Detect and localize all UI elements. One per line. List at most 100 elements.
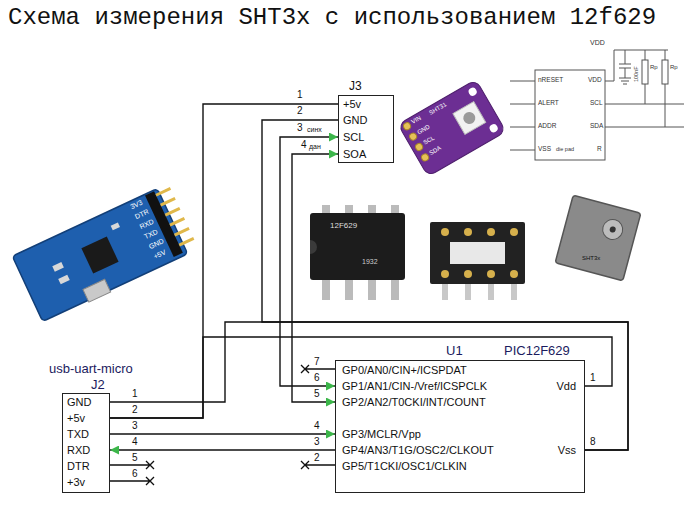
chip-marking: 12F629 xyxy=(330,221,357,230)
pin-number: 7 xyxy=(314,356,320,368)
datasheet-schematic-part xyxy=(510,81,535,150)
pin-name: Vdd xyxy=(556,379,576,393)
part-ref: J3 xyxy=(349,79,362,94)
pin-number: 5 xyxy=(132,452,138,464)
usb-uart-board-part xyxy=(111,222,120,230)
datasheet-schematic-part xyxy=(619,50,631,84)
sht31-board-part xyxy=(402,121,412,131)
usb-uart-board-part xyxy=(83,279,111,302)
dip-socket-photo-part xyxy=(442,282,448,300)
pin-number: 1 xyxy=(132,388,138,400)
signal-note: дан xyxy=(309,143,321,151)
silkscreen-text: SDA xyxy=(428,145,442,157)
pin-name: SOA xyxy=(343,147,366,161)
part-name: usb-uart-micro xyxy=(49,361,133,377)
silkscreen-text: VIN xyxy=(410,115,422,126)
dip-socket-photo-part xyxy=(510,228,518,236)
usb-uart-board-part xyxy=(169,217,185,226)
pin-name: TXD xyxy=(67,427,89,441)
pic-chip-photo-part xyxy=(310,213,405,280)
datasheet-schematic-part xyxy=(535,70,605,160)
wire xyxy=(110,433,335,434)
pin-name: DTR xyxy=(67,459,90,473)
dip-socket-photo-part xyxy=(465,282,471,300)
usb-uart-board-part xyxy=(52,262,64,272)
pic-chip-photo-part xyxy=(391,278,399,300)
sht31-board-part xyxy=(408,132,418,142)
usb-uart-board-part xyxy=(81,236,118,273)
datasheet-label: Rp xyxy=(650,64,658,71)
datasheet-label: VSS xyxy=(538,145,551,152)
pin-name: GND xyxy=(67,395,91,409)
sht31-board xyxy=(398,80,506,177)
pin-number: 4 xyxy=(314,420,320,432)
pin-number: 5 xyxy=(314,388,320,400)
datasheet-label: R xyxy=(597,145,602,152)
diagram-title: Схема измерения SHT3x с использованием 1… xyxy=(8,4,656,32)
pin-number: 6 xyxy=(132,468,138,480)
dip-socket-photo-part xyxy=(487,228,495,236)
part-name: PIC12F629 xyxy=(504,343,570,359)
datasheet-label: ADDR xyxy=(538,122,556,129)
datasheet-label: VDD xyxy=(588,76,602,83)
dip-socket-photo-part xyxy=(450,242,505,264)
sht3x-chip-photo xyxy=(555,195,641,281)
sht31-board-part xyxy=(414,142,424,152)
pin-number: 6 xyxy=(314,372,320,384)
pin-number: 8 xyxy=(590,436,596,448)
pin-name: +5v xyxy=(67,411,85,425)
pin-number: 4 xyxy=(132,436,138,448)
usb-uart-board-part xyxy=(12,189,187,322)
datasheet-label: SDA xyxy=(590,122,603,129)
pin-name: GND xyxy=(343,113,367,127)
datasheet-schematic-part xyxy=(662,60,668,84)
wire xyxy=(280,137,338,386)
pin-number: 2 xyxy=(132,404,138,416)
pin-name: GP3/MCLR/Vpp xyxy=(342,427,421,441)
datasheet-label: VDD xyxy=(590,39,605,47)
unconnected-pins xyxy=(110,365,335,485)
sht31-board-part xyxy=(398,80,506,177)
usb-uart-board xyxy=(12,183,199,323)
datasheet-schematic xyxy=(510,50,684,160)
dip-socket-photo-part xyxy=(488,282,494,300)
usb-uart-board-part xyxy=(160,197,176,206)
connector-box: usb-uart-microJ2GND+5vTXDRXDDTR+3v xyxy=(62,393,110,493)
chip-box: U1PIC12F629GP0/AN0/CIN+/ICSPDATGP1/AN1/C… xyxy=(335,360,585,493)
sht3x-chip-photo-part xyxy=(609,226,616,233)
chip-marking: 1932 xyxy=(362,258,378,266)
silkscreen-text: +5V xyxy=(152,248,167,261)
silkscreen-text: GND xyxy=(416,123,431,136)
pin-name: GP5/T1CKI/OSC1/CLKIN xyxy=(342,459,467,473)
pin-name: +3v xyxy=(67,475,85,489)
pic-chip-photo-part xyxy=(310,240,317,254)
dip-socket-photo-part xyxy=(430,222,525,284)
pin-number: 3 xyxy=(314,436,320,448)
dip-socket-photo-part xyxy=(441,270,449,278)
pin-number: 1 xyxy=(590,372,596,384)
usb-uart-board-part xyxy=(174,227,190,236)
datasheet-label: ALERT xyxy=(538,99,559,106)
datasheet-schematic-part xyxy=(605,50,684,127)
sht31-board-part xyxy=(420,153,430,163)
silkscreen-text: SHT31 xyxy=(428,101,448,116)
pin-name: +5v xyxy=(343,97,361,111)
datasheet-label: Rp xyxy=(670,64,678,71)
datasheet-label: SCL xyxy=(590,99,603,106)
pic-chip-photo xyxy=(310,205,405,300)
sht3x-chip-photo-part xyxy=(600,217,624,241)
pin-number: 2 xyxy=(297,105,303,117)
pin-number: 3 xyxy=(132,420,138,432)
datasheet-schematic-part xyxy=(642,60,648,84)
connector-box: J3+5vGNDSCLSOA xyxy=(338,95,394,163)
pin-number: 4 xyxy=(301,139,307,151)
dip-socket-photo-part xyxy=(464,270,472,278)
pin-number: 1 xyxy=(297,89,303,101)
dip-socket-photo-part xyxy=(510,270,518,278)
datasheet-label: 100nF xyxy=(633,66,639,82)
pin-name: GP1/AN1/CIN-/Vref/ICSPCLK xyxy=(342,379,487,393)
pic-chip-photo-part xyxy=(368,278,376,300)
sht31-board-part xyxy=(461,110,477,126)
usb-uart-board-part xyxy=(179,237,195,246)
